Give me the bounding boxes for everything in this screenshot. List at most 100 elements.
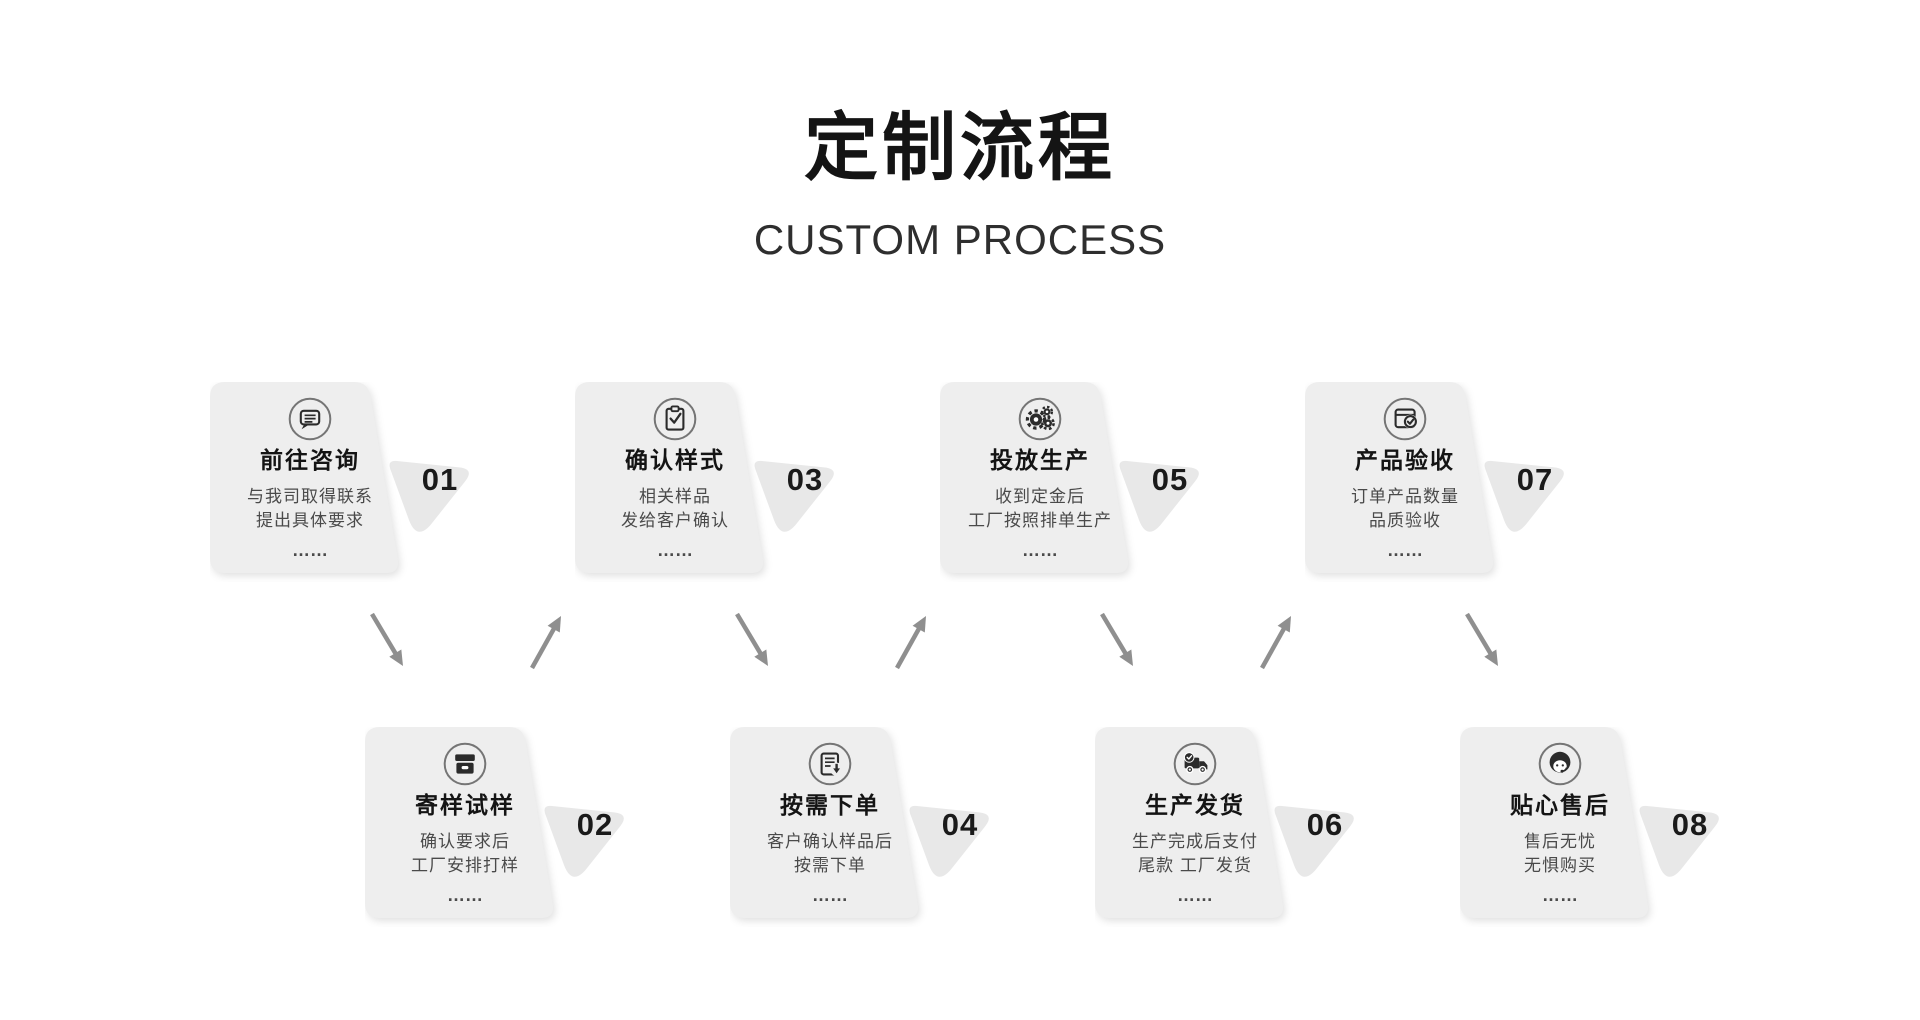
flow-arrow-head xyxy=(1484,649,1498,666)
step-number-badge xyxy=(1484,460,1564,532)
step-ellipsis: …… xyxy=(292,540,328,560)
process-step-card-04: 按需下单 客户确认样品后 按需下单 …… 04 xyxy=(730,727,1000,927)
step-card-shape xyxy=(210,382,469,573)
flow-arrow-head xyxy=(389,649,403,666)
gears-icon xyxy=(1018,397,1062,441)
process-step-card-02: 寄样试样 确认要求后 工厂安排打样 …… 02 xyxy=(365,727,635,927)
step-number: 03 xyxy=(786,462,824,497)
flow-arrow-line xyxy=(1260,624,1288,670)
step-description-line1: 相关样品 xyxy=(639,487,711,506)
step-card-background xyxy=(1460,727,1649,918)
step-card-background xyxy=(365,727,554,918)
step-description-line1: 订单产品数量 xyxy=(1351,487,1459,506)
step-number: 07 xyxy=(1516,462,1554,497)
step-card-background xyxy=(1305,382,1494,573)
step-title: 前往咨询 xyxy=(260,447,360,473)
step-description-line2: 按需下单 xyxy=(794,856,866,875)
step-description: 售后无忧 无惧购买 xyxy=(1460,830,1660,878)
step-number: 06 xyxy=(1306,807,1344,842)
step-title: 寄样试样 xyxy=(415,792,515,818)
step-number: 02 xyxy=(576,807,614,842)
step-ellipsis: …… xyxy=(1387,540,1423,560)
step-number: 05 xyxy=(1151,462,1189,497)
step-title: 贴心售后 xyxy=(1510,792,1610,818)
customer-service-icon xyxy=(1538,742,1582,786)
flow-arrow-line xyxy=(895,624,923,670)
step-card-shape xyxy=(730,727,989,918)
step-title: 确认样式 xyxy=(625,447,725,473)
step-description: 收到定金后 工厂按照排单生产 xyxy=(940,485,1140,533)
process-step-card-01: 前往咨询 与我司取得联系 提出具体要求 …… 01 xyxy=(210,382,480,582)
step-number-badge xyxy=(389,460,469,532)
step-number-badge xyxy=(1274,805,1354,877)
step-card-shape xyxy=(1095,727,1354,918)
step-description: 生产完成后支付 尾款 工厂发货 xyxy=(1095,830,1295,878)
step-description-line1: 售后无忧 xyxy=(1524,832,1596,851)
step-description-line2: 提出具体要求 xyxy=(256,511,364,530)
step-card-background xyxy=(575,382,764,573)
step-description: 确认要求后 工厂安排打样 xyxy=(365,830,565,878)
process-step-card-03: 确认样式 相关样品 发给客户确认 …… 03 xyxy=(575,382,845,582)
step-ellipsis: …… xyxy=(657,540,693,560)
flow-arrow-line xyxy=(1465,612,1495,658)
order-doc-icon xyxy=(808,742,852,786)
sample-box-icon xyxy=(443,742,487,786)
flow-arrow-head xyxy=(1119,649,1133,666)
flow-arrow-head xyxy=(1277,616,1291,633)
step-description: 相关样品 发给客户确认 xyxy=(575,485,775,533)
step-ellipsis: …… xyxy=(812,885,848,905)
step-number: 08 xyxy=(1671,807,1709,842)
step-description-line2: 尾款 工厂发货 xyxy=(1138,856,1252,875)
flow-arrow-line xyxy=(530,624,558,670)
step-description-line1: 与我司取得联系 xyxy=(247,487,373,506)
flow-arrow-line xyxy=(1100,612,1130,658)
step-number-badge xyxy=(544,805,624,877)
step-ellipsis: …… xyxy=(1542,885,1578,905)
step-description: 订单产品数量 品质验收 xyxy=(1305,485,1505,533)
step-ellipsis: …… xyxy=(1022,540,1058,560)
flow-arrow-line xyxy=(735,612,765,658)
step-description-line2: 品质验收 xyxy=(1369,511,1441,530)
step-number-badge xyxy=(1639,805,1719,877)
step-number: 04 xyxy=(941,807,979,842)
step-number: 01 xyxy=(421,462,459,497)
process-step-card-07: 产品验收 订单产品数量 品质验收 …… 07 xyxy=(1305,382,1575,582)
chat-icon xyxy=(288,397,332,441)
step-card-shape xyxy=(365,727,624,918)
page-subtitle: CUSTOM PROCESS xyxy=(753,216,1167,263)
step-description: 客户确认样品后 按需下单 xyxy=(730,830,930,878)
flow-arrow-head xyxy=(912,616,926,633)
step-card-shape xyxy=(575,382,834,573)
step-ellipsis: …… xyxy=(447,885,483,905)
step-number-badge xyxy=(1119,460,1199,532)
flow-arrow-head xyxy=(547,616,561,633)
step-description-line2: 无惧购买 xyxy=(1524,856,1596,875)
step-card-background xyxy=(210,382,399,573)
clipboard-check-icon xyxy=(653,397,697,441)
step-title: 按需下单 xyxy=(780,792,880,818)
step-card-background xyxy=(730,727,919,918)
step-description-line1: 收到定金后 xyxy=(995,487,1085,506)
step-description-line1: 生产完成后支付 xyxy=(1132,832,1258,851)
step-description-line1: 客户确认样品后 xyxy=(767,832,893,851)
step-description-line2: 发给客户确认 xyxy=(621,511,729,530)
process-step-card-06: 生产发货 生产完成后支付 尾款 工厂发货 …… 06 xyxy=(1095,727,1365,927)
page-title: 定制流程 xyxy=(804,106,1116,189)
step-card-shape xyxy=(1305,382,1564,573)
product-check-icon xyxy=(1383,397,1427,441)
step-card-background xyxy=(940,382,1129,573)
process-step-card-05: 投放生产 收到定金后 工厂按照排单生产 …… 05 xyxy=(940,382,1210,582)
flow-arrow-line xyxy=(370,612,400,658)
step-description-line2: 工厂按照排单生产 xyxy=(968,511,1112,530)
delivery-truck-icon xyxy=(1173,742,1217,786)
step-number-badge xyxy=(754,460,834,532)
step-title: 生产发货 xyxy=(1145,792,1245,818)
step-ellipsis: …… xyxy=(1177,885,1213,905)
step-card-background xyxy=(1095,727,1284,918)
step-description-line2: 工厂安排打样 xyxy=(411,856,519,875)
step-description-line1: 确认要求后 xyxy=(420,832,510,851)
step-title: 投放生产 xyxy=(990,447,1090,473)
step-card-shape xyxy=(940,382,1199,573)
step-number-badge xyxy=(909,805,989,877)
